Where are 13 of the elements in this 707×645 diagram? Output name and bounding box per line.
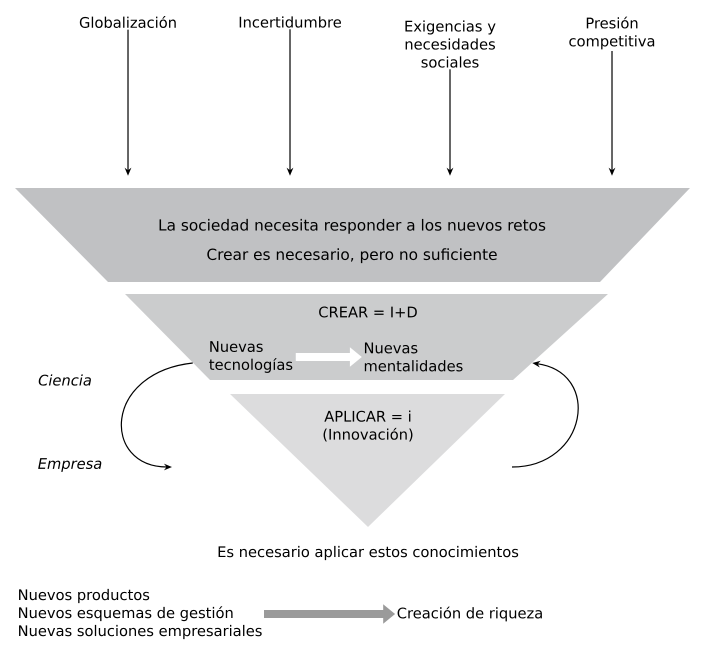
list-text: Nuevos productos Nuevos esquemas de gestión Nuevas soluciones empresariales bbox=[19, 588, 262, 640]
band: La sociedad necesita responder a los nuevos retos Crear es necesario, pero no suficiente bbox=[15, 188, 690, 282]
top-label: Incertidumbre bbox=[240, 16, 341, 28]
node-text: Nuevas mentalidades bbox=[364, 342, 463, 372]
top-label: Presión competitiva bbox=[569, 16, 654, 50]
triangle: APLICAR = i (Innovación) bbox=[230, 394, 505, 527]
top-label: Exigencias y necesidades sociales bbox=[405, 20, 496, 68]
top-label: Globalización bbox=[80, 16, 176, 28]
side-label: Es necesario aplicar estos conocimientos bbox=[218, 546, 518, 560]
result-text: Creación de riqueza bbox=[398, 606, 542, 622]
node-text: Nuevas tecnologías bbox=[209, 341, 292, 373]
side-label: Empresa bbox=[38, 458, 102, 472]
side-label: Ciencia bbox=[38, 374, 91, 386]
